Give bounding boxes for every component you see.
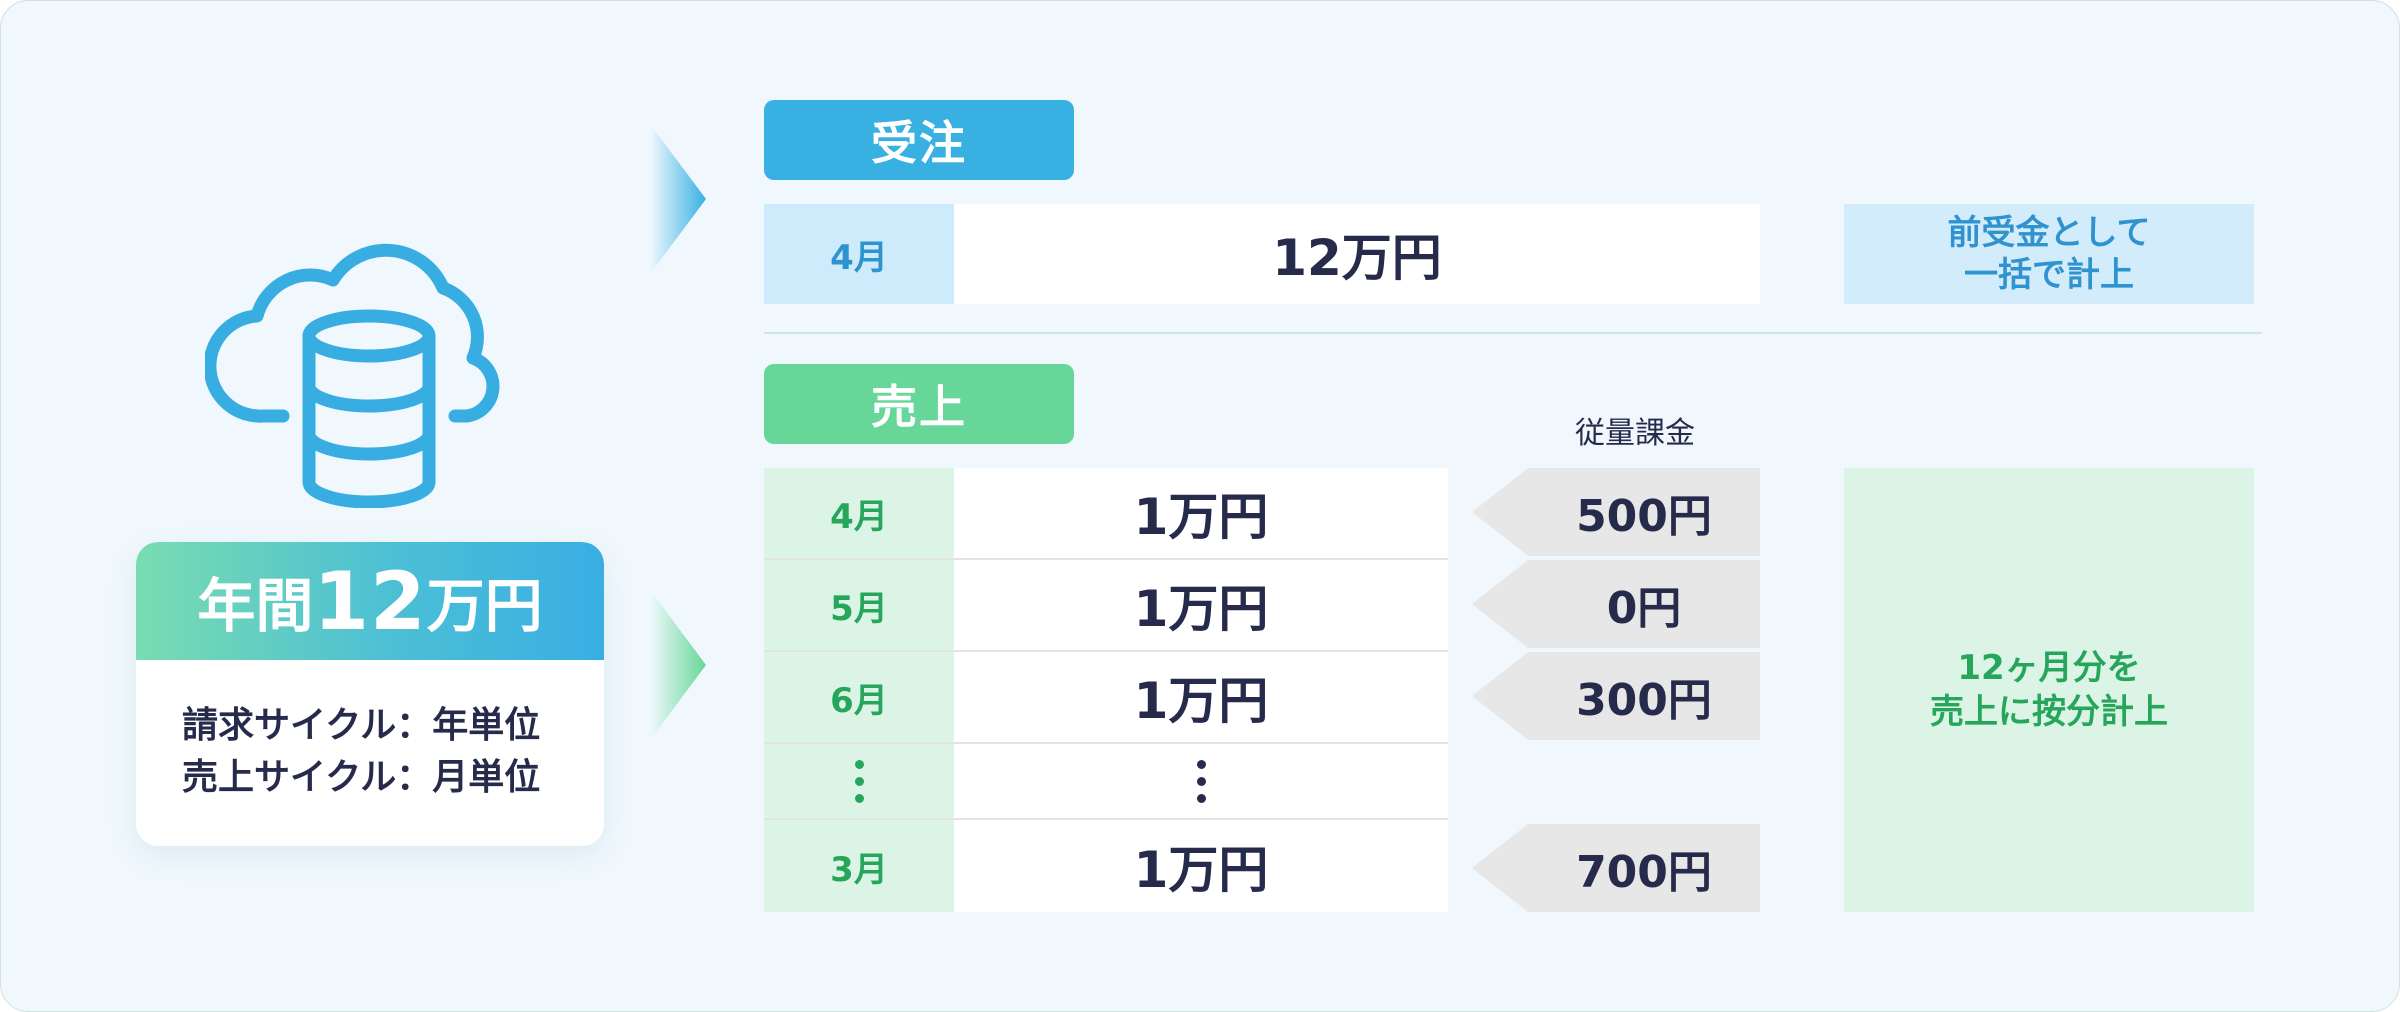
vertical-ellipsis-icon: [854, 744, 864, 818]
sales-note: 12ヶ月分を 売上に按分計上: [1844, 468, 2254, 912]
order-note-line2: 一括で計上: [1964, 255, 2134, 295]
usage-charge-value: 700円: [1576, 847, 1712, 898]
row-month: 4月: [764, 468, 954, 558]
row-month: 3月: [764, 820, 954, 912]
row-amount: 1万円: [1133, 580, 1269, 638]
usage-billing-label: 従量課金: [1575, 416, 1695, 451]
sales-section-title: 売上: [764, 364, 1074, 444]
usage-charge-tag: 300円: [1472, 652, 1760, 740]
annual-unit: 万円: [426, 572, 543, 640]
row-amount: 1万円: [1133, 672, 1269, 730]
table-row: 3月 1万円: [764, 820, 1448, 912]
table-row: 4月 1万円: [764, 468, 1448, 560]
annual-contract-card: 年間 12 万円 請求サイクル：年単位 売上サイクル：月単位: [136, 542, 604, 846]
usage-charge-tag: 500円: [1472, 468, 1760, 556]
sales-cycle-text: 売上サイクル：月単位: [182, 757, 541, 798]
vertical-ellipsis-icon: [1196, 744, 1206, 818]
usage-charge-value: 300円: [1576, 675, 1712, 726]
order-note-line1: 前受金として: [1947, 213, 2151, 253]
cloud-database-icon: [205, 243, 500, 508]
annual-amount-header: 年間 12 万円: [136, 542, 604, 660]
row-amount: 1万円: [1133, 488, 1269, 546]
usage-charge-tag: 700円: [1472, 824, 1760, 912]
chevron-right-icon: [650, 590, 706, 740]
usage-charge-value: 0円: [1606, 583, 1682, 634]
ellipsis-amount: [954, 744, 1448, 818]
cycle-info: 請求サイクル：年単位 売上サイクル：月単位: [182, 700, 582, 804]
order-amount: 12万円: [954, 204, 1760, 304]
table-row: 6月 1万円: [764, 652, 1448, 744]
table-row: 5月 1万円: [764, 560, 1448, 652]
row-month: 5月: [764, 560, 954, 650]
usage-charge-value: 500円: [1576, 491, 1712, 542]
table-row-ellipsis: [764, 744, 1448, 820]
order-month: 4月: [764, 204, 954, 304]
order-section-title: 受注: [764, 100, 1074, 180]
usage-charge-tag: 0円: [1472, 560, 1760, 648]
sales-note-line1: 12ヶ月分を: [1957, 648, 2141, 688]
annual-amount: 12: [313, 554, 427, 648]
ellipsis-month: [764, 744, 954, 818]
annual-prefix: 年間: [197, 572, 314, 640]
row-amount: 1万円: [1133, 841, 1269, 899]
chevron-right-icon: [650, 124, 706, 274]
section-divider: [764, 332, 2262, 334]
order-note: 前受金として 一括で計上: [1844, 204, 2254, 304]
row-month: 6月: [764, 652, 954, 742]
billing-cycle-text: 請求サイクル：年単位: [182, 705, 541, 746]
sales-note-line2: 売上に按分計上: [1930, 692, 2168, 732]
monthly-sales-table: 4月 1万円 5月 1万円 6月 1万円 3月 1万円: [764, 468, 1448, 912]
